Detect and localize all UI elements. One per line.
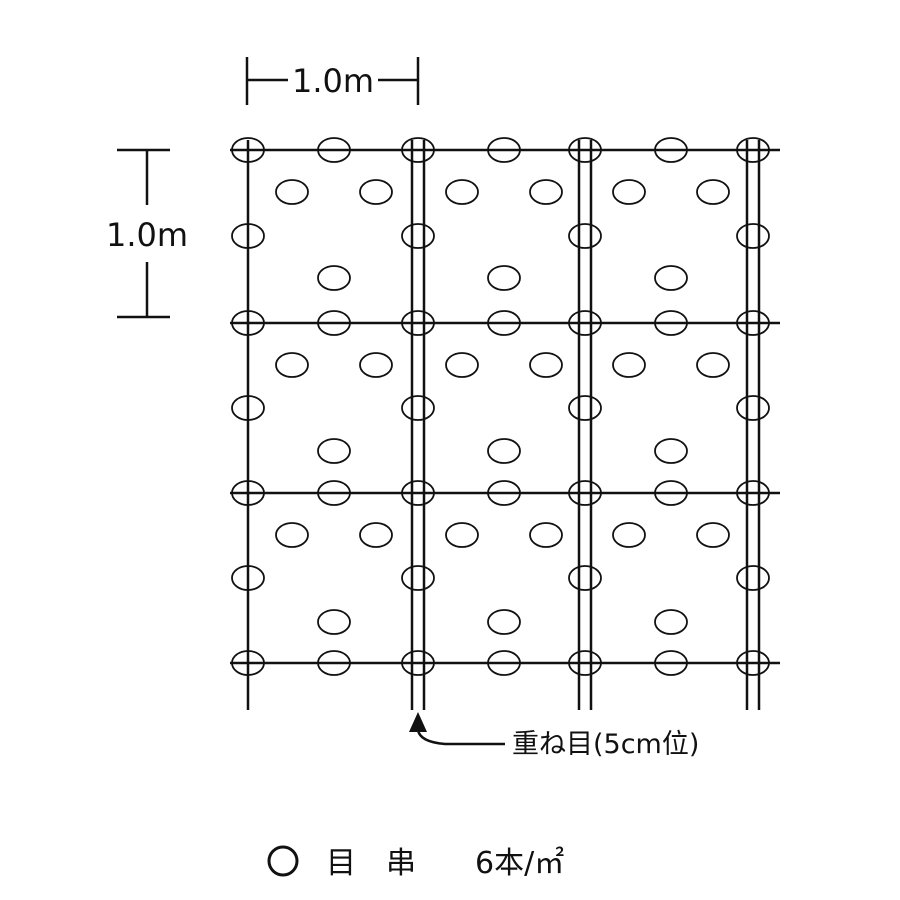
stake-marker <box>612 352 646 378</box>
stake-marker <box>445 522 479 548</box>
stake-marker <box>359 179 393 205</box>
stake-marker <box>568 565 602 591</box>
stake-marker <box>654 650 688 676</box>
arrow-curve <box>416 729 505 746</box>
arrow-head <box>409 712 427 732</box>
stake-marker <box>275 179 309 205</box>
stake-marker <box>529 352 563 378</box>
stake-marker <box>401 480 435 506</box>
stake-marker <box>736 395 770 421</box>
stake-marker <box>359 352 393 378</box>
stake-symbol-icon <box>267 845 299 877</box>
stake-marker <box>231 565 265 591</box>
legend: 目 串 6本/㎡ <box>267 845 564 881</box>
stake-marker <box>401 137 435 163</box>
stake-marker <box>654 310 688 336</box>
stake-marker <box>568 310 602 336</box>
stake-marker <box>487 310 521 336</box>
legend-symbol-label: 目 串 <box>326 846 416 881</box>
stake-marker <box>736 650 770 676</box>
stake-marker <box>487 137 521 163</box>
vertical-dimension-label: 1.0m <box>106 216 188 254</box>
stake-marker <box>696 522 730 548</box>
stake-marker <box>568 480 602 506</box>
stake-marker <box>231 650 265 676</box>
stake-markers <box>231 137 770 676</box>
stake-marker <box>654 265 688 291</box>
stake-marker <box>401 650 435 676</box>
stake-marker <box>487 480 521 506</box>
stake-marker <box>612 179 646 205</box>
stake-marker <box>654 438 688 464</box>
stake-marker <box>487 609 521 635</box>
stake-marker <box>317 438 351 464</box>
stake-marker <box>612 522 646 548</box>
overlap-annotation: 重ね目(5cm位) <box>409 712 699 760</box>
legend-value: 6本/㎡ <box>475 846 564 881</box>
stake-marker <box>445 352 479 378</box>
horizontal-dimension-label: 1.0m <box>292 62 374 100</box>
stake-marker <box>317 480 351 506</box>
horizontal-dimension: 1.0m <box>245 57 420 105</box>
stake-marker <box>568 223 602 249</box>
stake-marker <box>736 137 770 163</box>
stake-marker <box>317 137 351 163</box>
stake-marker <box>654 137 688 163</box>
stake-marker <box>231 137 265 163</box>
stake-marker <box>231 310 265 336</box>
stake-marker <box>654 480 688 506</box>
grid-vertical-lines <box>246 140 761 710</box>
stake-marker <box>654 609 688 635</box>
stake-marker <box>529 179 563 205</box>
stake-marker <box>736 480 770 506</box>
stake-marker <box>487 650 521 676</box>
overlap-label: 重ね目(5cm位) <box>512 729 699 760</box>
stake-marker <box>568 137 602 163</box>
stake-marker <box>445 179 479 205</box>
stake-marker <box>317 609 351 635</box>
stake-marker <box>736 223 770 249</box>
grid-horizontal-lines <box>230 148 780 665</box>
stake-marker <box>317 310 351 336</box>
stake-marker <box>568 395 602 421</box>
vertical-dimension: 1.0m <box>106 148 188 319</box>
stake-marker <box>359 522 393 548</box>
stake-marker <box>231 395 265 421</box>
stake-marker <box>275 522 309 548</box>
stake-marker <box>696 352 730 378</box>
stake-marker <box>529 522 563 548</box>
stake-marker <box>231 480 265 506</box>
stake-marker <box>401 565 435 591</box>
stake-marker <box>275 352 309 378</box>
stake-marker <box>317 650 351 676</box>
stake-marker <box>736 565 770 591</box>
stake-marker <box>487 438 521 464</box>
stake-marker <box>696 179 730 205</box>
stake-marker <box>401 310 435 336</box>
stake-marker <box>317 265 351 291</box>
stake-marker <box>736 310 770 336</box>
stake-marker <box>401 223 435 249</box>
stake-marker <box>568 650 602 676</box>
stake-marker <box>487 265 521 291</box>
stake-marker <box>231 223 265 249</box>
stake-marker <box>401 395 435 421</box>
